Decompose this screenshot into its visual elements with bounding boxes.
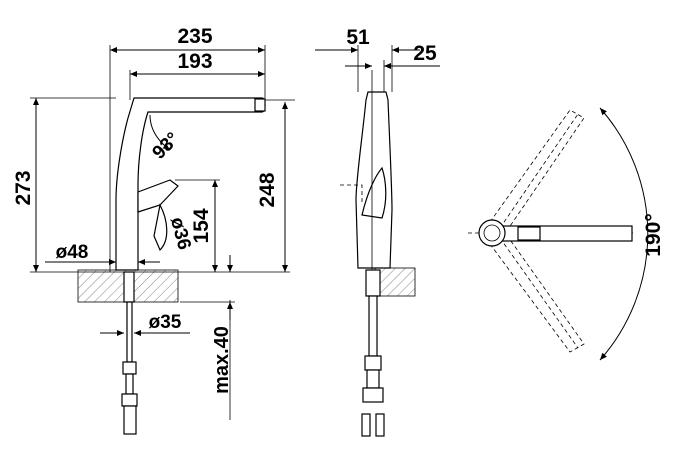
front-handle xyxy=(137,179,179,213)
front-handle-lever xyxy=(153,203,168,252)
dim-spout-reach: 193 xyxy=(177,50,212,73)
front-hose-connector xyxy=(123,405,137,435)
front-spout-tip xyxy=(254,98,266,112)
top-view: 190° xyxy=(468,107,665,361)
side-connector-left xyxy=(361,413,371,437)
side-hose-fitting-3 xyxy=(362,387,384,403)
dim-shank-diameter: ø35 xyxy=(149,312,182,333)
front-hose-fitting-1 xyxy=(122,361,137,375)
dim-handle-height: 154 xyxy=(190,208,213,243)
dim-arc-spout-angle xyxy=(149,114,171,151)
front-hose-fitting-2 xyxy=(125,373,134,395)
dim-arc-swivel-angle xyxy=(599,107,649,361)
side-hose-fitting-1 xyxy=(364,355,382,371)
front-shank xyxy=(123,271,135,303)
side-connector-right xyxy=(375,413,385,437)
front-view: 235 193 273 248 154 93° ø48 ø36 ø35 max.… xyxy=(12,25,295,435)
front-hose-fitting-3 xyxy=(121,393,138,407)
side-view: 51 25 xyxy=(315,26,440,437)
top-body xyxy=(478,219,506,247)
top-spout-position-upper xyxy=(489,109,585,233)
dim-total-height: 273 xyxy=(12,170,35,205)
side-hose xyxy=(368,295,378,357)
dim-side-offset: 25 xyxy=(413,42,437,65)
top-spout-grip xyxy=(517,226,541,241)
side-handle xyxy=(361,166,387,219)
dim-spout-height: 248 xyxy=(256,172,279,207)
dim-swivel-angle: 190° xyxy=(642,213,665,256)
top-spout xyxy=(494,225,633,242)
dim-body-diameter: ø48 xyxy=(56,242,89,263)
top-spout-position-lower xyxy=(489,233,585,353)
dim-overall-reach: 235 xyxy=(177,25,212,48)
dim-side-depth: 51 xyxy=(346,26,370,49)
dim-spout-angle: 93° xyxy=(149,129,184,164)
front-hose xyxy=(126,301,133,363)
side-countertop xyxy=(374,267,416,297)
dim-max-thickness: max.40 xyxy=(211,326,233,394)
side-hose-fitting-2 xyxy=(366,369,380,389)
side-shank xyxy=(365,269,381,297)
